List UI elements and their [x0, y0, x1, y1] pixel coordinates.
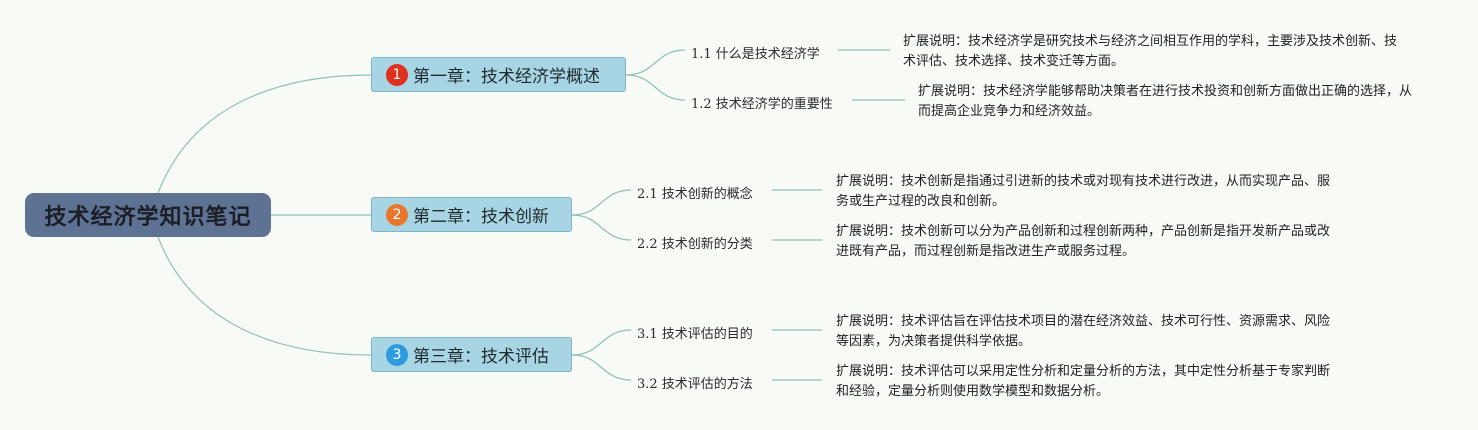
- chapter-node-3[interactable]: 3 第三章：技术评估: [371, 337, 572, 372]
- root-node[interactable]: 技术经济学知识笔记: [25, 193, 271, 237]
- topic-3-2[interactable]: 3.2 技术评估的方法: [637, 377, 753, 392]
- number-badge-2-icon: 2: [386, 203, 408, 226]
- chapter-title: 第三章：技术评估: [413, 347, 549, 367]
- chapter-title: 第一章：技术经济学概述: [413, 67, 600, 87]
- link-chapter-1-topic-1: [625, 49, 686, 76]
- note-3-1: 扩展说明：技术评估旨在评估技术项目的潜在经济效益、技术可行性、资源需求、风险等因…: [836, 314, 1331, 349]
- link-chapter-3-topic-2: [571, 354, 632, 381]
- topic-2-1[interactable]: 2.1 技术创新的概念: [637, 187, 753, 202]
- topic-3-1[interactable]: 3.1 技术评估的目的: [637, 327, 753, 342]
- link-chapter-1-topic-2: [625, 74, 686, 101]
- chapter-title: 第二章：技术创新: [413, 207, 549, 227]
- topic-1-1[interactable]: 1.1 什么是技术经济学: [691, 47, 820, 62]
- number-badge-1-icon: 1: [386, 63, 408, 86]
- note-1-2: 扩展说明：技术经济学能够帮助决策者在进行技术投资和创新方面做出正确的选择，从而提…: [918, 84, 1413, 119]
- link-chapter-3-topic-1: [571, 329, 632, 356]
- chapter-node-1[interactable]: 1 第一章：技术经济学概述: [371, 57, 626, 92]
- note-2-1: 扩展说明：技术创新是指通过引进新的技术或对现有技术进行改进，从而实现产品、服务或…: [836, 174, 1331, 209]
- root-title: 技术经济学知识笔记: [44, 205, 252, 230]
- link-chapter-2-topic-2: [571, 214, 632, 241]
- chapter-node-2[interactable]: 2 第二章：技术创新: [371, 197, 572, 232]
- topic-1-2[interactable]: 1.2 技术经济学的重要性: [691, 97, 833, 112]
- link-root-chapter-3: [157, 236, 372, 356]
- note-1-1: 扩展说明：技术经济学是研究技术与经济之间相互作用的学科，主要涉及技术创新、技术评…: [903, 34, 1398, 69]
- number-badge-3-icon: 3: [386, 343, 408, 366]
- note-3-2: 扩展说明：技术评估可以采用定性分析和定量分析的方法，其中定性分析基于专家判断和经…: [836, 364, 1331, 399]
- topic-2-2[interactable]: 2.2 技术创新的分类: [637, 237, 753, 252]
- note-2-2: 扩展说明：技术创新可以分为产品创新和过程创新两种，产品创新是指开发新产品或改进既…: [836, 224, 1331, 259]
- link-root-chapter-1: [157, 74, 372, 194]
- link-chapter-2-topic-1: [571, 189, 632, 216]
